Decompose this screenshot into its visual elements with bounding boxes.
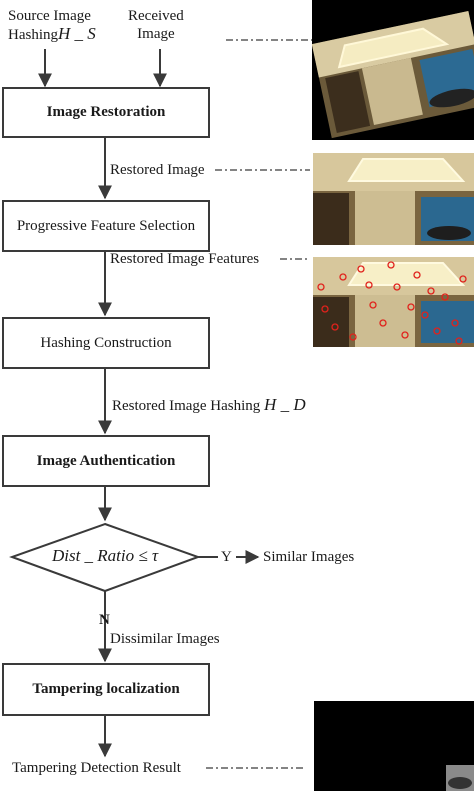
restored-hashing-text: Restored Image Hashing — [112, 398, 261, 414]
source-hashing-line1: Source Image — [8, 8, 91, 24]
tampering-result-picture — [446, 765, 474, 791]
tampering-result-label: Tampering Detection Result — [12, 760, 181, 776]
image-authentication-box: Image Authentication — [2, 435, 210, 487]
restored-image-thumbnail — [313, 153, 474, 245]
feature-image-thumbnail — [313, 257, 474, 347]
source-hashing-line2: Hashing — [8, 27, 58, 43]
restored-hash-symbol: H _ D — [264, 395, 306, 414]
feature-selection-box: Progressive Feature Selection — [2, 200, 210, 252]
received-image-line2: Image — [137, 26, 175, 42]
tampering-localization-box: Tampering localization — [2, 663, 210, 716]
received-image-label: Received Image — [128, 7, 184, 43]
image-restoration-box: Image Restoration — [2, 87, 210, 138]
restored-hashing-label: Restored Image Hashing H _ D — [112, 396, 306, 415]
similar-images-label: Similar Images — [263, 549, 355, 565]
tampering-result-thumbnail — [314, 701, 474, 791]
dissimilar-images-label: Dissimilar Images — [110, 631, 220, 647]
decision-yes-label: Y — [221, 549, 232, 565]
feature-point-markers — [317, 261, 467, 345]
source-hashing-label: Source Image HashingH _ S — [8, 7, 96, 44]
received-image-thumbnail — [312, 0, 474, 140]
received-image-picture — [312, 10, 474, 139]
hashing-construction-box: Hashing Construction — [2, 317, 210, 369]
decision-no-label: N — [99, 612, 110, 628]
restored-features-label: Restored Image Features — [110, 251, 260, 267]
decision-condition: Dist _ Ratio ≤ τ — [51, 546, 159, 565]
restored-image-label: Restored Image — [110, 162, 205, 178]
restored-image-picture — [313, 153, 474, 245]
source-hash-symbol: H _ S — [58, 24, 96, 43]
feature-points-picture — [313, 257, 474, 347]
received-image-line1: Received — [128, 8, 184, 24]
